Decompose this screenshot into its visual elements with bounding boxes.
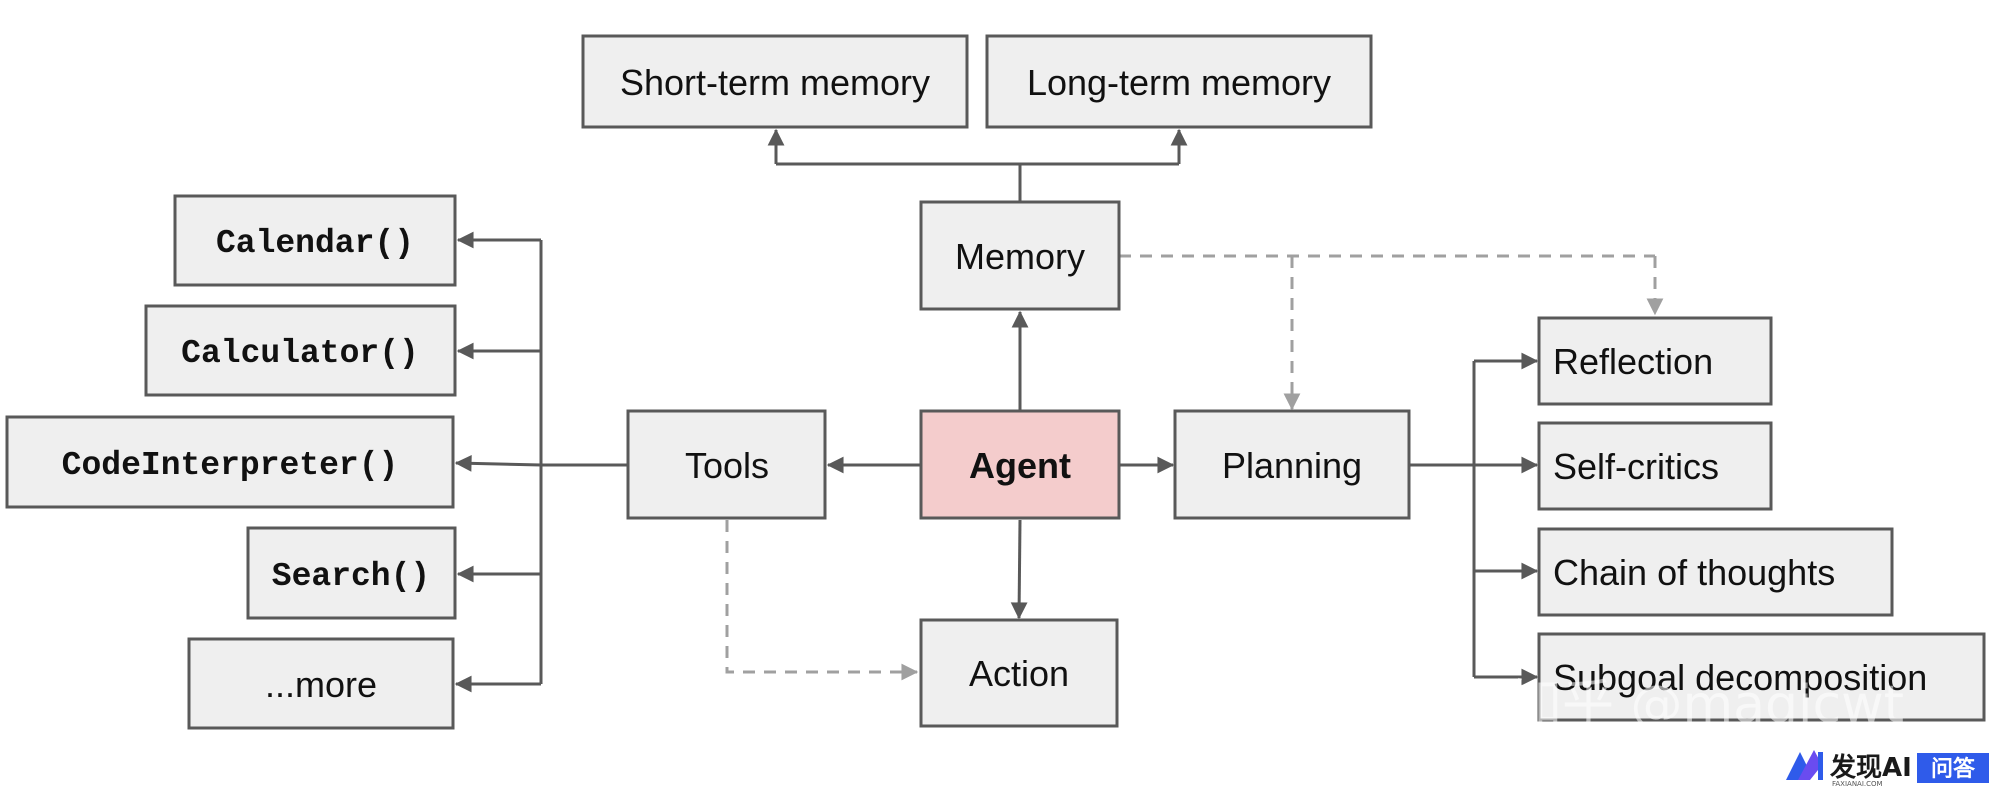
node-memory: Memory: [919, 200, 1121, 311]
node-label: Tools: [685, 445, 769, 486]
node-label: Short-term memory: [620, 62, 930, 103]
node-label: Subgoal decomposition: [1553, 657, 1927, 698]
brand-chip-label: 问答: [1931, 756, 1976, 782]
node-subgoal-decomposition: Subgoal decomposition: [1537, 632, 1986, 722]
node-label: Planning: [1222, 445, 1362, 486]
brand-badge: 发现AI FAXIANAI.COM 问答: [1786, 750, 1989, 788]
node-codeinterpreter: CodeInterpreter(): [5, 415, 455, 509]
node-label: Agent: [969, 445, 1071, 486]
node-label: Calculator(): [181, 335, 419, 372]
node-label: Reflection: [1553, 341, 1713, 382]
edge-to-codeinterpreter: [454, 454, 542, 472]
brand-logo-icon: [1786, 750, 1823, 780]
node-more: ...more: [187, 637, 455, 730]
node-long-term-memory: Long-term memory: [985, 34, 1373, 129]
node-label: Action: [969, 653, 1069, 694]
node-action: Action: [919, 618, 1119, 728]
node-short-term-memory: Short-term memory: [581, 34, 969, 129]
node-self-critics: Self-critics: [1537, 421, 1773, 511]
brand-name: 发现AI: [1829, 752, 1912, 783]
brand-chip: [1917, 753, 1989, 783]
node-label: Calendar(): [216, 225, 414, 262]
node-search: Search(): [246, 526, 457, 620]
node-label: CodeInterpreter(): [62, 447, 399, 484]
node-reflection: Reflection: [1537, 316, 1773, 406]
watermark-text: 知乎 @magicwt: [1510, 675, 1904, 735]
node-label: Self-critics: [1553, 446, 1719, 487]
node-calendar: Calendar(): [173, 194, 457, 287]
node-planning: Planning: [1173, 409, 1411, 520]
node-label: ...more: [265, 664, 377, 705]
node-label: Chain of thoughts: [1553, 552, 1835, 593]
node-label: Search(): [272, 558, 430, 595]
node-label: Long-term memory: [1027, 62, 1331, 103]
brand-domain: FAXIANAI.COM: [1832, 780, 1883, 788]
edge-tools-to-action: [725, 520, 919, 681]
node-agent: Agent: [919, 409, 1121, 520]
node-tools: Tools: [626, 409, 827, 520]
node-chain-of-thoughts: Chain of thoughts: [1537, 527, 1894, 617]
node-label: Memory: [955, 236, 1085, 277]
edge-agent-action: [1010, 519, 1028, 620]
node-calculator: Calculator(): [144, 304, 457, 397]
